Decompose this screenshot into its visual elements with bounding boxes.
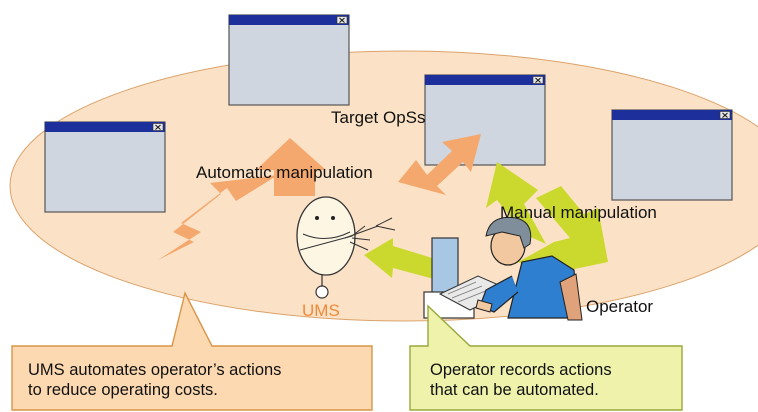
window-right <box>611 109 733 201</box>
ums-label: UMS <box>302 301 340 320</box>
callout-left-balloon <box>11 291 373 411</box>
computer-icon <box>423 237 512 319</box>
callout-right-line2: that can be automated. <box>430 381 599 399</box>
callout-left-line1: UMS automates operator’s actions <box>28 361 282 379</box>
callout-right-line1: Operator records actions <box>430 361 612 379</box>
callout-left-line2: to reduce operating costs. <box>28 381 218 399</box>
record-arrow <box>364 238 452 282</box>
target-opss-label: Target OpSs <box>331 108 426 127</box>
window-top-center <box>228 14 350 106</box>
robot-icon <box>296 196 396 299</box>
auto-arrow-right <box>398 134 481 195</box>
auto-arrow-center <box>256 138 326 196</box>
window-left <box>44 121 166 213</box>
callout-left: UMS automates operator’s actions to redu… <box>28 360 281 400</box>
auto-arrow-left <box>158 175 278 260</box>
window-center-right <box>424 74 546 166</box>
callout-right: Operator records actions that can be aut… <box>430 360 612 400</box>
callout-right-balloon <box>409 304 683 411</box>
operator-icon <box>475 216 583 321</box>
operator-label: Operator <box>586 297 653 316</box>
automatic-manipulation-label: Automatic manipulation <box>196 163 373 182</box>
manual-manipulation-label: Manual manipulation <box>500 203 657 222</box>
manual-arrow-center <box>486 162 546 244</box>
